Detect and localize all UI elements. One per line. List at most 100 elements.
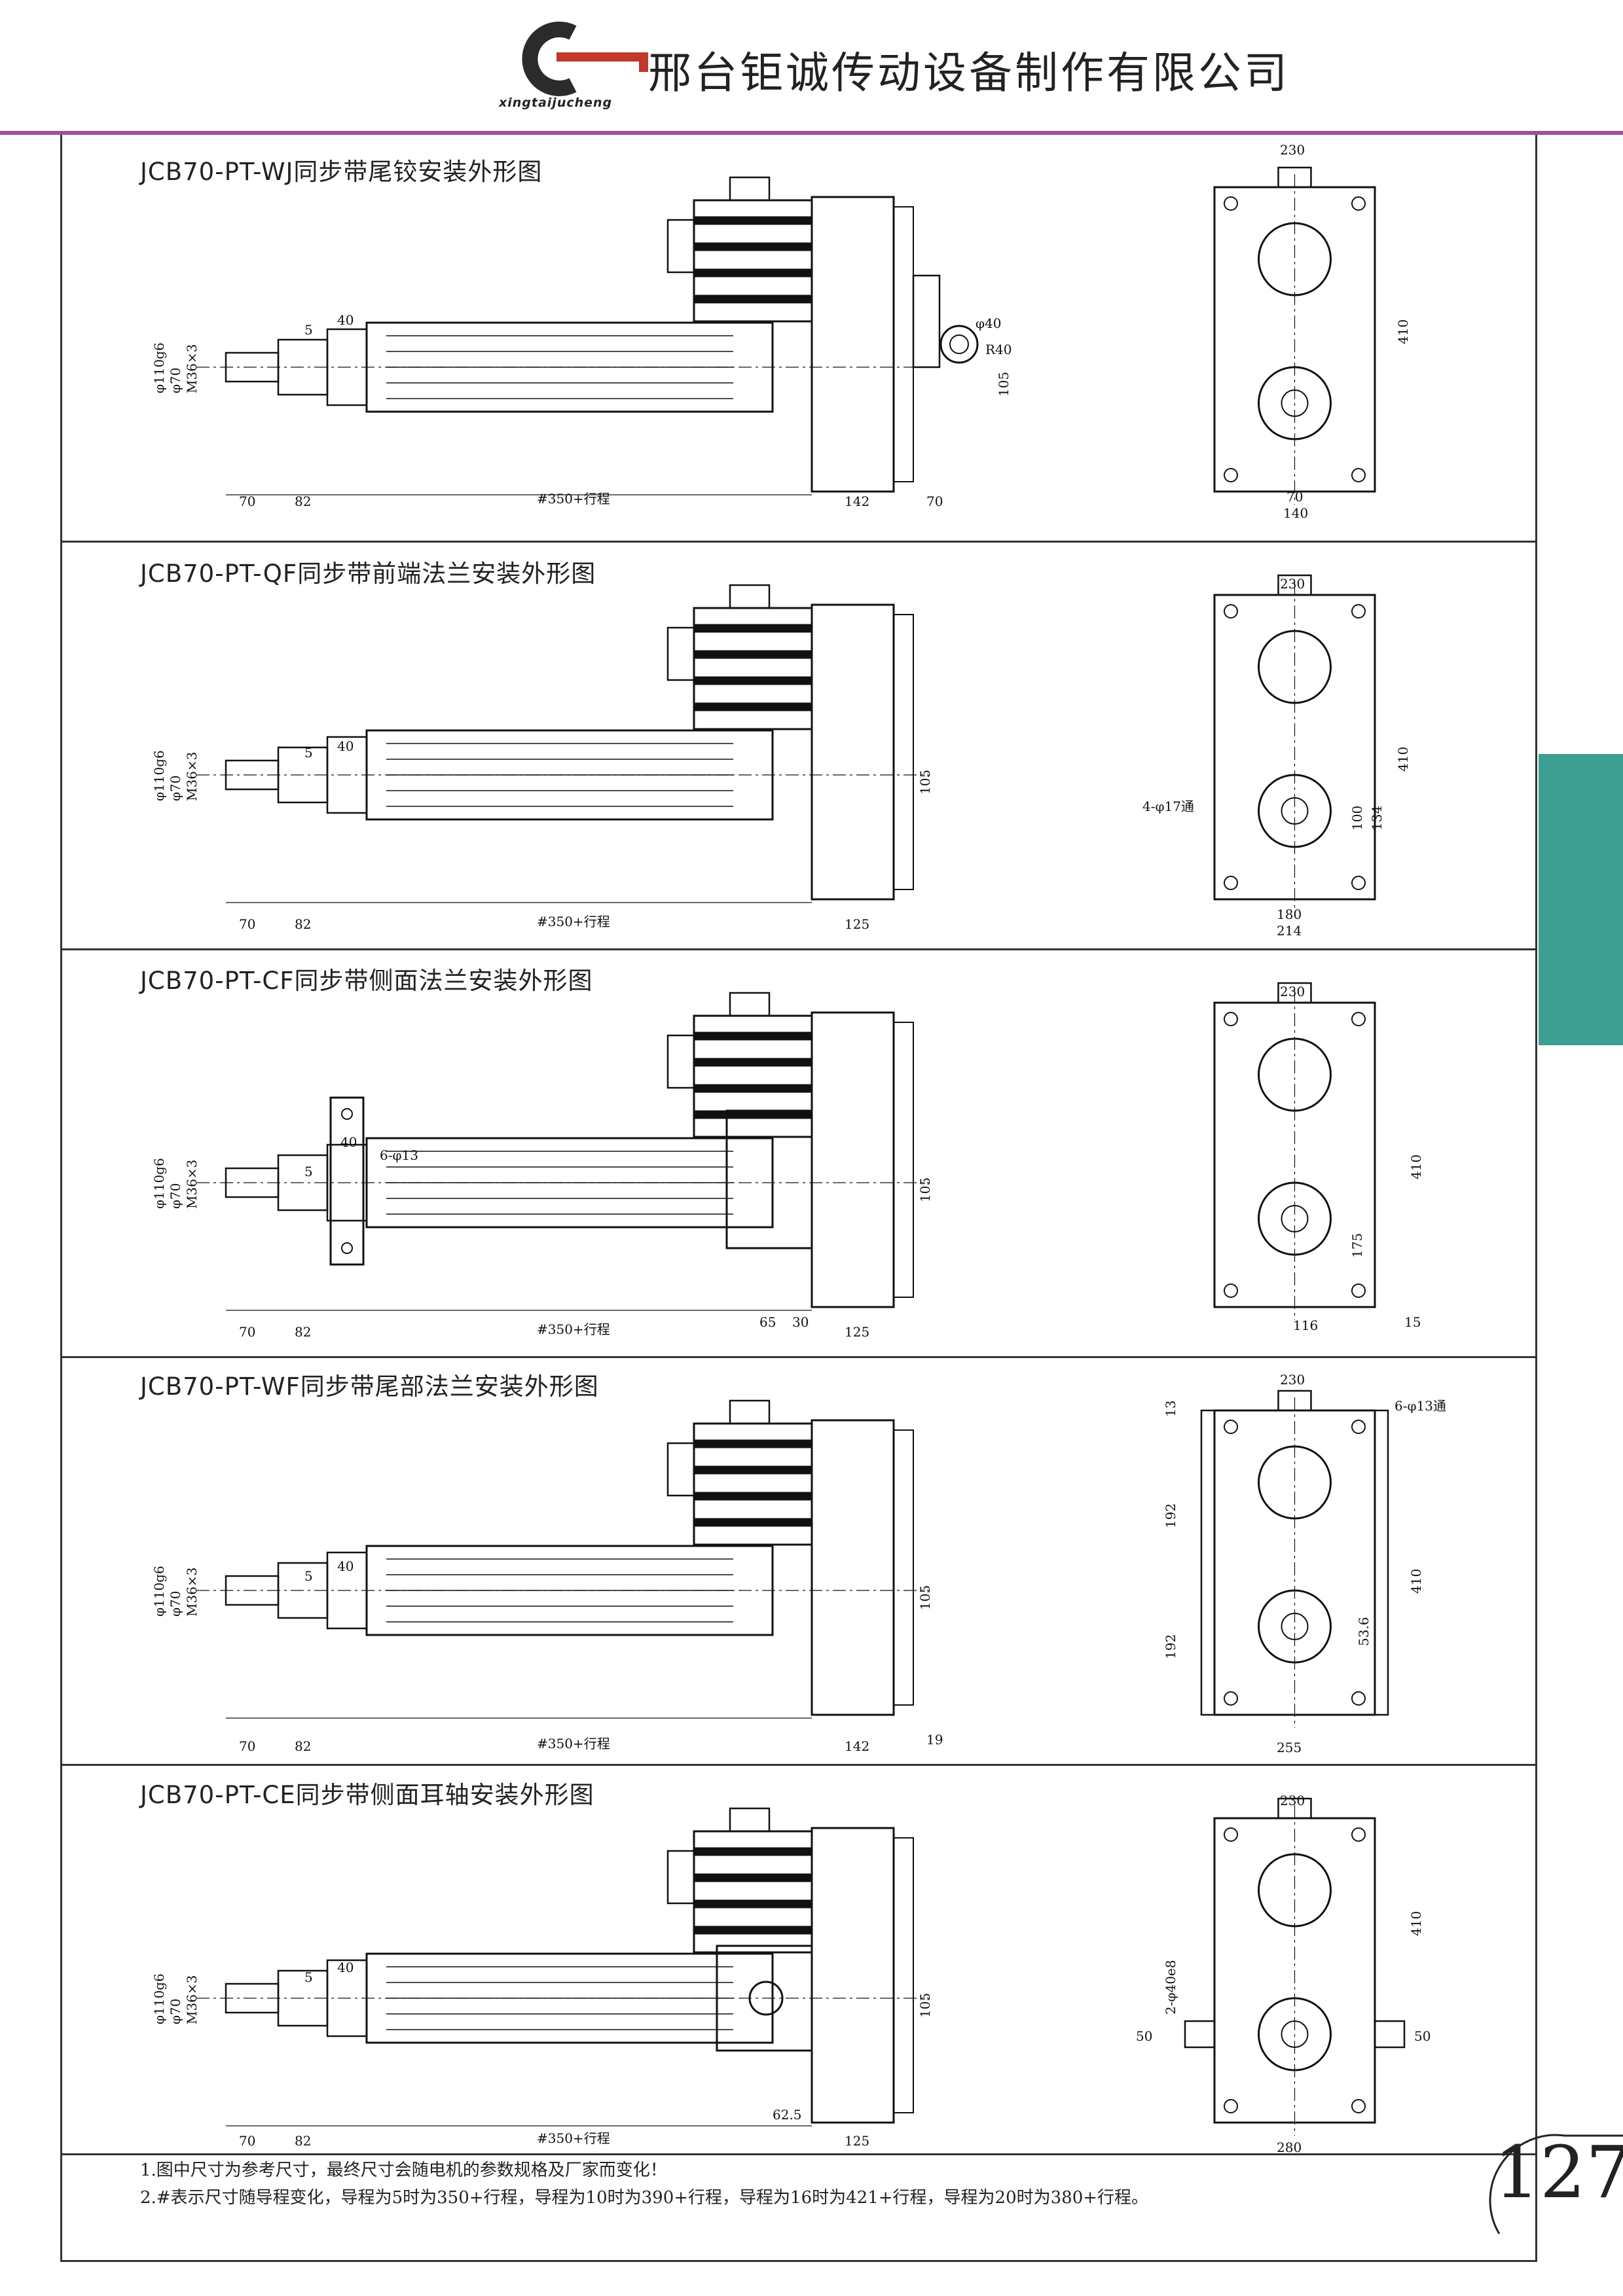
end-dimension-label: 410: [1408, 1569, 1424, 1594]
end-dimension-label: 50: [1136, 2028, 1152, 2044]
side-dimension-label: #350+行程: [537, 2130, 610, 2146]
end-dimension-label: 53.6: [1356, 1617, 1372, 1646]
motor-stripe: [695, 1518, 811, 1527]
gearbox-cover: [893, 1429, 914, 1706]
side-dimension-label: #350+行程: [537, 914, 610, 929]
motor-encoder: [666, 1850, 695, 1905]
motor-face-circle: [1258, 1853, 1332, 1928]
header-rule: [0, 131, 1623, 135]
end-dimension-label: 230: [1280, 1372, 1305, 1388]
rod-face-inner: [1281, 797, 1309, 825]
side-flange: [329, 1096, 365, 1266]
side-dimension-label: M36×3: [184, 1975, 200, 2024]
motor-face-circle: [1258, 630, 1332, 704]
mount-bolt: [1351, 1827, 1366, 1842]
side-dimension-label: 105: [917, 1177, 933, 1202]
side-dimension-label: M36×3: [184, 752, 200, 801]
company-logo: [522, 22, 648, 96]
motor-stripe: [695, 1084, 811, 1093]
company-name: 邢台钜诚传动设备制作有限公司: [648, 48, 1290, 98]
rear-clevis: [912, 274, 941, 368]
side-dimension-label: 40: [337, 1558, 354, 1574]
motor-connector: [729, 584, 771, 609]
side-dimension-label: M36×3: [184, 344, 200, 393]
drawing-frame: [60, 135, 1537, 2262]
end-dimension-label: 230: [1280, 576, 1305, 592]
mount-bolt: [1351, 1420, 1366, 1434]
side-dimension-label: φ70: [168, 776, 183, 801]
gearbox-cover: [893, 206, 914, 482]
mount-bolt: [1224, 604, 1238, 619]
end-dimension-label: 230: [1280, 984, 1305, 999]
side-dimension-label: 62.5: [773, 2107, 802, 2123]
end-dimension-label: 134: [1369, 806, 1385, 831]
side-dimension-label: 19: [926, 1732, 943, 1748]
mount-bolt: [1224, 2099, 1238, 2113]
rod-face-circle: [1258, 1589, 1332, 1664]
side-dimension-label: 105: [996, 372, 1012, 397]
side-dimension-label: 70: [239, 493, 255, 509]
mount-bolt: [1351, 2099, 1366, 2113]
end-dimension-label: 2-φ40e8: [1163, 1960, 1178, 2015]
motor-stripe: [695, 1492, 811, 1501]
side-dimension-label: 105: [917, 1585, 933, 1610]
motor-face-circle: [1258, 1037, 1332, 1112]
motor-stripe: [695, 1031, 811, 1041]
mount-bolt: [1351, 1691, 1366, 1706]
motor-stripe: [695, 624, 811, 633]
side-dimension-label: 82: [295, 1324, 311, 1340]
end-dimension-label: 410: [1408, 1911, 1424, 1936]
side-dimension-label: 5: [304, 1164, 313, 1179]
mount-bolt: [1351, 196, 1366, 211]
motor-encoder: [666, 626, 695, 681]
end-dimension-label: 214: [1277, 923, 1302, 939]
motor-stripe: [695, 242, 811, 251]
panel-divider: [60, 2153, 1537, 2155]
side-dimension-label: φ110g6: [151, 342, 167, 393]
end-dimension-label: 15: [1404, 1314, 1421, 1330]
side-flange-rear: [725, 1109, 813, 1249]
end-dimension-label: 410: [1395, 319, 1411, 344]
side-dimension-label: φ110g6: [151, 1158, 167, 1209]
gearbox-housing: [811, 1011, 895, 1308]
gearbox-cover: [893, 1022, 914, 1298]
mount-bolt: [1351, 1283, 1366, 1298]
side-dimension-label: 70: [239, 1324, 255, 1340]
end-dimension-label: 192: [1163, 1634, 1178, 1659]
end-connector: [1277, 574, 1312, 596]
rod-face-circle: [1258, 1181, 1332, 1256]
bolt-hole: [341, 1108, 353, 1120]
side-dimension-label: M36×3: [184, 1160, 200, 1209]
clevis-pin: [949, 334, 969, 354]
end-dimension-label: 4-φ17通: [1142, 798, 1194, 814]
side-dimension-label: φ110g6: [151, 1566, 167, 1617]
side-dimension-label: 82: [295, 493, 311, 509]
side-dimension-label: 82: [295, 916, 311, 932]
side-dimension-label: φ110g6: [151, 750, 167, 801]
motor-connector: [729, 1399, 771, 1425]
trunnion-block: [716, 1945, 813, 2052]
motor-stripe: [695, 1465, 811, 1475]
trunnion-right: [1374, 2020, 1406, 2049]
logo-red-bar: [556, 52, 648, 62]
motor-connector: [729, 992, 771, 1017]
bolt-hole: [341, 1242, 353, 1254]
section-tab: [1539, 754, 1623, 1045]
motor-connector: [729, 1807, 771, 1833]
side-dimension-label: φ40: [976, 315, 1001, 331]
side-dimension-label: 40: [337, 1960, 354, 1975]
motor-stripe: [695, 1847, 811, 1856]
rod-face-circle: [1258, 774, 1332, 848]
mount-bolt: [1224, 1420, 1238, 1434]
motor-stripe: [695, 216, 811, 225]
side-dimension-label: 70: [926, 493, 943, 509]
page-number: 127: [1494, 2130, 1623, 2214]
panel-title-cf: JCB70-PT-CF同步带侧面法兰安装外形图: [140, 967, 593, 995]
side-dimension-label: 125: [845, 2133, 869, 2149]
side-dimension-label: 105: [917, 770, 933, 795]
mount-bolt: [1224, 1691, 1238, 1706]
page-header: xingtaijucheng 邢台钜诚传动设备制作有限公司: [0, 0, 1623, 137]
side-dimension-label: 82: [295, 1738, 311, 1754]
side-dimension-label: 125: [845, 1324, 869, 1340]
